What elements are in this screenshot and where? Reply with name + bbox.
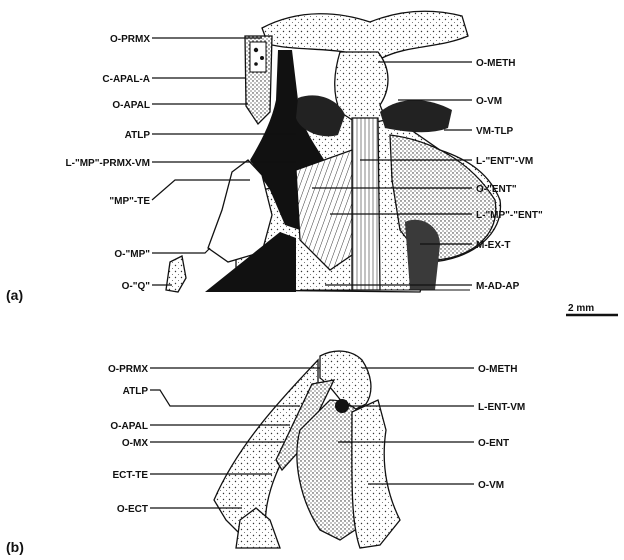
label-a-left-6: O-"MP" <box>114 249 150 260</box>
label-a-right-1: O-VM <box>476 96 502 107</box>
label-b-right-3: O-VM <box>478 480 504 491</box>
label-a-left-7: O-"Q" <box>122 281 151 292</box>
panel-a-left-labels: O-PRMX C-APAL-A O-APAL ATLP L-"MP"-PRMX-… <box>66 34 151 292</box>
label-a-right-5: L-"MP"-"ENT" <box>476 210 543 221</box>
label-b-right-2: O-ENT <box>478 438 509 449</box>
label-b-left-5: O-ECT <box>117 504 148 515</box>
label-a-right-4: O-"ENT" <box>476 184 517 195</box>
label-a-right-2: VM-TLP <box>476 126 514 137</box>
label-a-right-7: M-AD-AP <box>476 281 520 292</box>
label-a-left-3: ATLP <box>125 130 151 141</box>
scale-bar: 2 mm <box>566 303 618 315</box>
panel-a-right-labels: O-METH O-VM VM-TLP L-"ENT"-VM O-"ENT" L-… <box>476 58 543 292</box>
label-b-left-3: O-MX <box>122 438 148 449</box>
label-a-right-6: M-EX-T <box>476 240 510 251</box>
panel-a-drawing <box>166 11 500 292</box>
panel-b-drawing <box>214 351 400 548</box>
label-b-left-1: ATLP <box>123 386 149 397</box>
label-a-left-5: "MP"-TE <box>109 196 150 207</box>
adductor-dark-a <box>405 220 440 290</box>
label-a-left-0: O-PRMX <box>110 34 150 45</box>
panel-b-left-labels: O-PRMX ATLP O-APAL O-MX ECT-TE O-ECT <box>108 364 148 515</box>
label-b-left-2: O-APAL <box>110 421 148 432</box>
vomer-column-a <box>352 118 380 290</box>
vomer-b <box>352 400 400 548</box>
label-a-right-0: O-METH <box>476 58 515 69</box>
label-b-left-0: O-PRMX <box>108 364 148 375</box>
label-a-left-4: L-"MP"-PRMX-VM <box>66 158 150 169</box>
label-b-left-4: ECT-TE <box>112 470 148 481</box>
scale-bar-label: 2 mm <box>568 303 594 314</box>
label-a-left-1: C-APAL-A <box>102 74 150 85</box>
panel-a-label: (a) <box>6 287 23 303</box>
premaxilla-a <box>262 11 468 58</box>
label-b-right-1: L-ENT-VM <box>478 402 525 413</box>
quadrate-a <box>166 256 186 292</box>
ligament-knot-b <box>335 399 349 413</box>
label-a-right-3: L-"ENT"-VM <box>476 156 533 167</box>
label-b-right-0: O-METH <box>478 364 517 375</box>
vomer-tlp-right-a <box>380 100 452 132</box>
panel-b-label: (b) <box>6 539 24 555</box>
label-a-left-2: O-APAL <box>112 100 150 111</box>
panel-b-right-labels: O-METH L-ENT-VM O-ENT O-VM <box>478 364 525 491</box>
